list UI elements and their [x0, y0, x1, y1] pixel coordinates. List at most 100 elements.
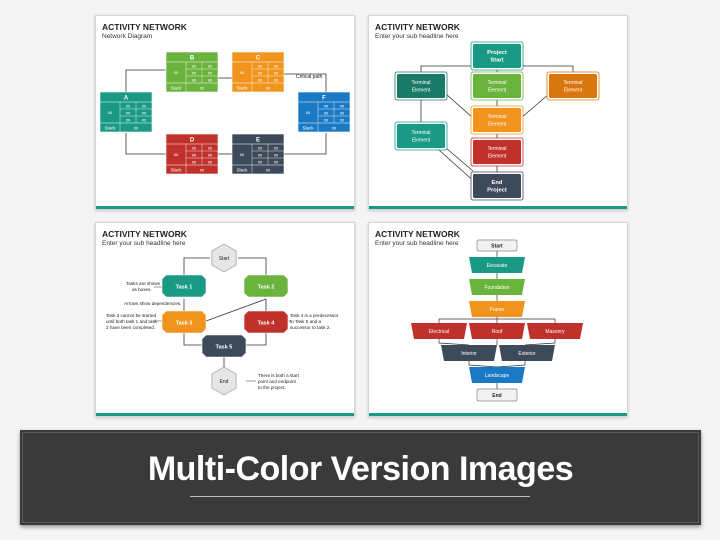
landscape-step-label: Landscape — [485, 373, 510, 379]
cell-value: xx — [274, 64, 279, 69]
exterior-step[interactable]: Exterior — [499, 345, 555, 361]
task-label: Task 3 — [176, 321, 193, 327]
connector-left2-red — [445, 147, 474, 172]
excavate-step-label: Excavate — [487, 263, 508, 269]
node-label-line2: Element — [488, 154, 507, 160]
task-3-node[interactable]: Task 3 — [161, 310, 207, 334]
slide-task-network[interactable]: ACTIVITY NETWORK Enter your sub headline… — [95, 222, 355, 417]
excavate-step[interactable]: Excavate — [469, 257, 525, 273]
cell-value: xx — [192, 78, 197, 83]
slide-accent-bar — [96, 206, 354, 209]
cell-value: xx — [258, 71, 263, 76]
frame-step-label: Frame — [490, 307, 505, 313]
electrical-step[interactable]: Electrical — [411, 323, 467, 339]
node-label: A — [124, 96, 129, 102]
roof-step[interactable]: Roof — [469, 323, 525, 339]
end-node[interactable]: End — [211, 366, 237, 396]
slack-value: xx — [266, 168, 271, 173]
note-shown-line2: as boxes. — [132, 287, 152, 292]
slack-label: Slack — [236, 86, 248, 91]
cell-value: xx — [208, 153, 213, 158]
connector-start-left — [420, 65, 473, 74]
interior-step[interactable]: Interior — [441, 345, 497, 361]
cell-value: xx — [208, 160, 213, 165]
cell-value: xx — [126, 111, 131, 116]
cell-value: xx — [274, 78, 279, 83]
start-step-label: Start — [491, 244, 503, 250]
node-label-line1: End — [492, 180, 503, 186]
cell-value: xx — [240, 70, 245, 75]
slide-title: ACTIVITY NETWORK — [375, 22, 460, 32]
frame-step[interactable]: Frame — [469, 301, 525, 317]
start-node[interactable]: Start — [211, 243, 237, 273]
task-1-node[interactable]: Task 1 — [161, 274, 207, 298]
connector-start-right — [519, 65, 574, 74]
connector-task2-task3 — [205, 298, 267, 322]
slide-subtitle: Enter your sub headline here — [375, 33, 459, 40]
note-task4-line3: successor to task 2. — [290, 325, 331, 330]
cell-value: xx — [192, 71, 197, 76]
task-5-node[interactable]: Task 5 — [201, 334, 247, 358]
slide-construction-network[interactable]: ACTIVITY NETWORK Enter your sub headline… — [368, 222, 628, 417]
connector-exterior-landscape — [496, 361, 526, 368]
start-label: Start — [219, 256, 230, 262]
cell-value: xx — [324, 111, 329, 116]
banner-frame — [22, 432, 699, 523]
cell-value: xx — [340, 111, 345, 116]
critical-path-label: Critical path — [296, 74, 323, 80]
note-end-line1: There is both a start — [258, 373, 300, 378]
cell-value: xx — [174, 70, 179, 75]
masonry-step[interactable]: Masonry — [527, 323, 583, 339]
slack-value: xx — [134, 126, 139, 131]
node-label: D — [190, 138, 195, 144]
cell-value: xx — [240, 152, 245, 157]
cell-value: xx — [142, 104, 147, 109]
connector-a-b — [125, 69, 166, 92]
slide-accent-bar — [369, 206, 627, 209]
cell-value: xx — [258, 160, 263, 165]
cell-value: xx — [258, 153, 263, 158]
slack-label: Slack — [170, 168, 182, 173]
foundation-step[interactable]: Foundation — [469, 279, 525, 295]
task-2-node[interactable]: Task 2 — [243, 274, 289, 298]
cell-value: xx — [324, 118, 329, 123]
cell-value: xx — [142, 118, 147, 123]
roof-step-label: Roof — [492, 329, 503, 335]
slack-value: xx — [200, 168, 205, 173]
slide-terminal-flow[interactable]: ACTIVITY NETWORK Enter your sub headline… — [368, 15, 628, 210]
cell-value: xx — [274, 153, 279, 158]
slide-subtitle: Network Diagram — [102, 33, 153, 40]
cell-value: xx — [174, 152, 179, 157]
task-4-node[interactable]: Task 4 — [243, 310, 289, 334]
landscape-step[interactable]: Landscape — [469, 367, 525, 383]
slack-value: xx — [332, 126, 337, 131]
connector-masonry-exterior — [524, 339, 556, 346]
end-step[interactable]: End — [476, 388, 518, 402]
exterior-step-label: Exterior — [518, 351, 536, 357]
start-step[interactable]: Start — [476, 239, 518, 252]
cell-value: xx — [126, 104, 131, 109]
cell-value: xx — [306, 110, 311, 115]
note-task3-line1: Task 3 cannot be started — [106, 313, 156, 318]
note-end-line3: to the project. — [258, 385, 286, 390]
cell-value: xx — [208, 64, 213, 69]
connector-left-orange — [445, 93, 474, 119]
node-label-line1: Terminal — [412, 130, 431, 136]
